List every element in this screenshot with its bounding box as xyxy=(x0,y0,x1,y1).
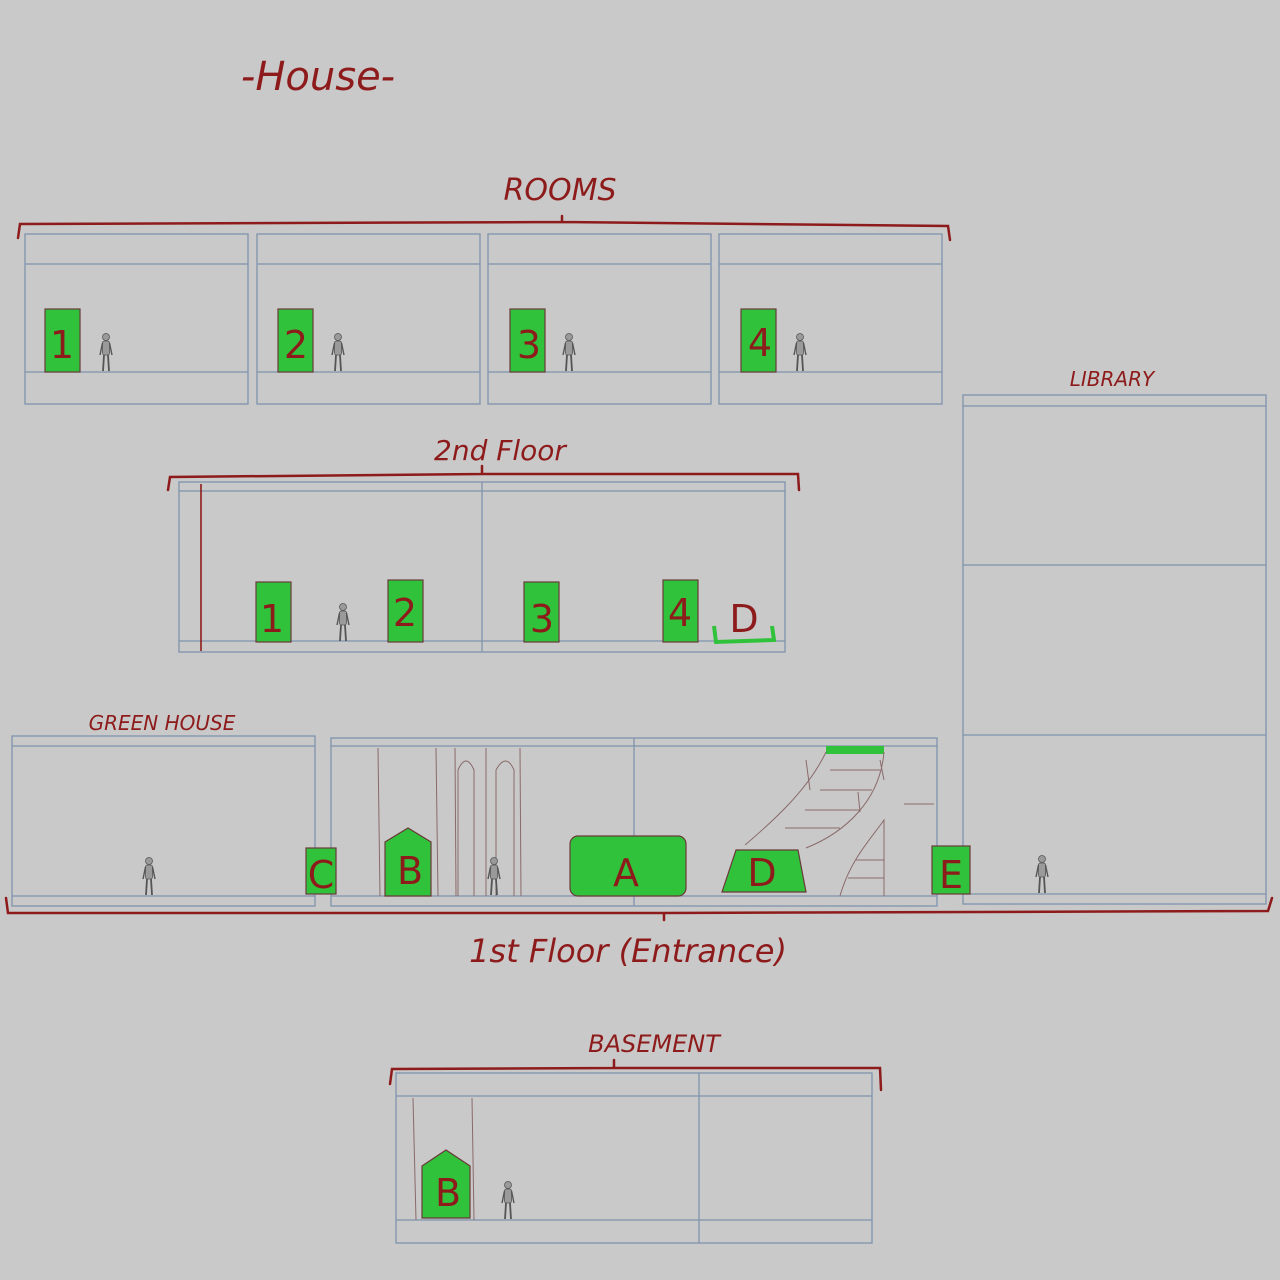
first-floor-door-e-label: E xyxy=(939,853,963,897)
first-floor-label: 1st Floor (Entrance) xyxy=(469,932,787,970)
person-figure xyxy=(487,856,501,896)
second-floor-section: 2nd Floor 1 2 3 4 D xyxy=(166,434,801,653)
second-floor-label: 2nd Floor xyxy=(434,434,567,467)
entrance-pillars xyxy=(377,747,522,897)
basement-bracket xyxy=(388,1058,883,1092)
green-house-label: GREEN HOUSE xyxy=(89,711,236,735)
stairs-top-marker xyxy=(712,625,777,645)
first-floor-door-a-label: A xyxy=(613,851,639,895)
second-floor-door-4[interactable] xyxy=(662,579,699,643)
basement-door-b-label: B xyxy=(435,1171,461,1215)
person-figure xyxy=(331,332,345,372)
first-floor-stairs-d-label: D xyxy=(747,851,776,895)
green-house-section: GREEN HOUSE xyxy=(11,711,316,907)
room-2: 2 xyxy=(256,233,481,405)
first-floor-door-b[interactable] xyxy=(384,827,432,897)
second-floor-door-2-label: 2 xyxy=(393,591,417,635)
person-figure xyxy=(99,332,113,372)
second-floor-door-2[interactable] xyxy=(387,579,424,643)
title-text: -House- xyxy=(241,54,395,100)
staircase xyxy=(744,746,934,897)
second-floor-bracket xyxy=(166,464,801,492)
room-1-door-label: 1 xyxy=(50,323,74,367)
second-floor-stairs-label: D xyxy=(729,597,758,641)
second-floor-door-4-label: 4 xyxy=(668,591,692,635)
room-2-door-label: 2 xyxy=(284,323,308,367)
person-figure xyxy=(501,1180,515,1220)
basement-door-b[interactable] xyxy=(421,1149,471,1219)
second-floor-door-3-label: 3 xyxy=(530,597,554,641)
person-figure xyxy=(336,602,350,642)
room-2-door[interactable] xyxy=(277,308,314,373)
first-floor-section: C B A D E xyxy=(4,737,1274,970)
room-4-door[interactable] xyxy=(740,308,777,373)
room-1: 1 xyxy=(24,233,249,405)
first-floor-door-c-label: C xyxy=(308,853,335,897)
room-3-door[interactable] xyxy=(509,308,546,373)
rooms-label: ROOMS xyxy=(504,173,617,208)
second-floor-door-1-label: 1 xyxy=(260,597,284,641)
room-3-door-label: 3 xyxy=(517,323,541,367)
first-floor-door-a[interactable] xyxy=(569,835,687,897)
first-floor-stairs-d[interactable] xyxy=(721,849,807,893)
room-3: 3 xyxy=(487,233,712,405)
first-floor-door-b-label: B xyxy=(397,849,423,893)
basement-section: BASEMENT B xyxy=(388,1030,883,1244)
room-4: 4 xyxy=(718,233,943,405)
room-4-door-label: 4 xyxy=(748,321,772,365)
person-figure xyxy=(142,856,156,896)
first-floor-door-e[interactable] xyxy=(931,845,971,895)
person-figure xyxy=(562,332,576,372)
library-section: LIBRARY xyxy=(962,367,1267,905)
person-figure xyxy=(1035,854,1049,894)
first-floor-bracket xyxy=(4,896,1274,922)
rooms-bracket xyxy=(16,214,952,242)
first-floor-door-c[interactable] xyxy=(305,847,337,895)
person-figure xyxy=(793,332,807,372)
page-title: -House- xyxy=(241,54,395,100)
room-1-door[interactable] xyxy=(44,308,81,373)
second-floor-door-1[interactable] xyxy=(255,581,292,643)
basement-label: BASEMENT xyxy=(588,1030,722,1058)
rooms-section: ROOMS 1 2 3 xyxy=(16,173,952,405)
library-label: LIBRARY xyxy=(1070,367,1156,391)
second-floor-door-3[interactable] xyxy=(523,581,560,643)
